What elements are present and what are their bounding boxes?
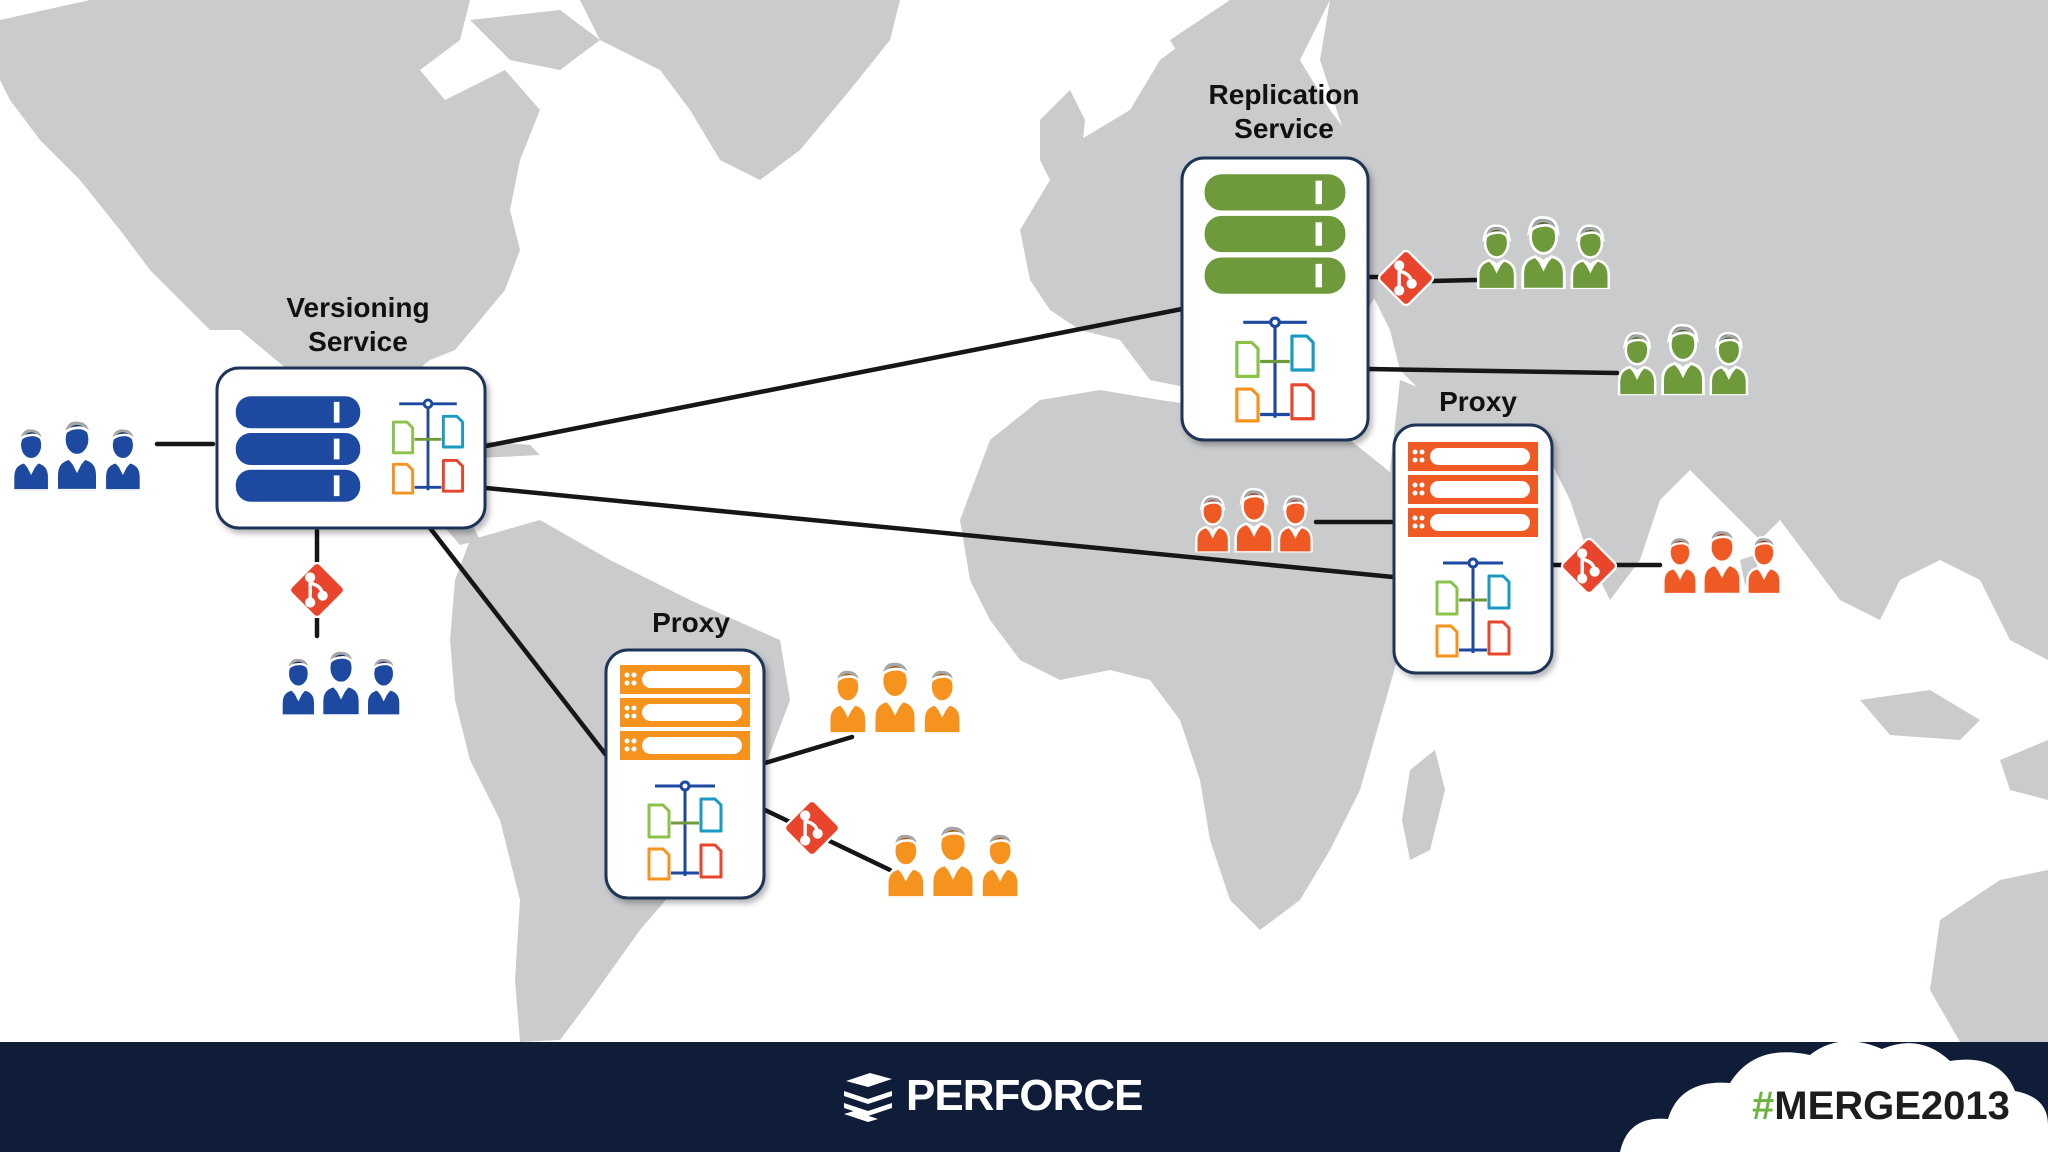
user-group-icon <box>1663 530 1780 594</box>
proxy-south-node: Proxy <box>604 607 766 900</box>
database-icon <box>235 396 361 502</box>
link-proxy-south-users-1 <box>762 734 855 766</box>
user-group-icon <box>13 420 141 490</box>
versioning-title-line1: Versioning <box>286 292 429 323</box>
user-group-icon <box>1196 489 1311 552</box>
proxy-east-node: Proxy <box>1392 386 1554 675</box>
replication-title-line1: Replication <box>1209 79 1360 110</box>
link-versioning-proxy-south <box>427 525 609 758</box>
replication-service-node: Replication Service <box>1180 79 1370 442</box>
git-branch-icon <box>286 559 348 621</box>
link-versioning-proxy-east <box>483 485 1396 580</box>
link-replication-users-2 <box>1366 366 1620 376</box>
proxy-east-title: Proxy <box>1439 386 1517 417</box>
perforce-logo: PERFORCE <box>840 1066 1143 1126</box>
user-group-icon <box>1619 325 1747 395</box>
versioning-service-node: Versioning Service <box>215 292 487 530</box>
git-branch-icon <box>781 797 843 859</box>
server-rack-icon <box>620 665 750 760</box>
user-group-icon <box>829 661 960 733</box>
brand-name: PERFORCE <box>906 1071 1143 1120</box>
versioning-title-line2: Service <box>308 326 408 357</box>
proxy-south-title: Proxy <box>652 607 730 638</box>
link-git-users-replication-1 <box>1429 277 1479 284</box>
user-group-icon <box>887 825 1018 897</box>
cloud-shape <box>1620 1041 2048 1152</box>
perforce-layers-icon <box>844 1073 892 1122</box>
user-group-icon <box>1478 217 1609 289</box>
merge-hashtag: #MERGE2013 <box>1752 1084 2010 1129</box>
hashtag-text: MERGE2013 <box>1774 1084 2010 1128</box>
link-versioning-replication <box>483 306 1185 449</box>
database-icon <box>1204 174 1346 294</box>
replication-title-line2: Service <box>1234 113 1334 144</box>
hashtag-symbol: # <box>1752 1084 1775 1128</box>
user-group-icon <box>282 650 401 715</box>
server-rack-icon <box>1408 442 1538 537</box>
